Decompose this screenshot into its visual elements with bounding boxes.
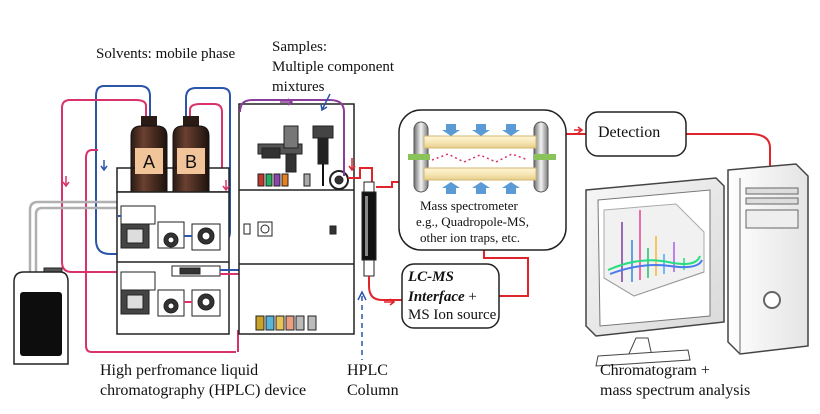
analysis-label-line2: mass spectrum analysis [600,382,751,399]
ms-label-line3: other ion traps, etc. [420,230,520,245]
interface-label-line2: Interface + [408,288,477,306]
hplc-column [348,167,404,360]
hplc-label-line1: High perfromance liquid [100,362,259,379]
column-label-line2: Column [347,382,399,399]
detection-label: Detection [598,124,661,141]
bottle-b-label: B [185,152,197,172]
computer-workstation [727,163,809,355]
flow-lines [376,133,771,297]
monitor-chart [585,177,725,367]
analysis-label-line1: Chromatogram + [600,362,710,379]
waste-tubing [28,200,118,272]
ms-label-line2: e.g., Quadropole-MS, [416,214,530,229]
interface-label-line3: MS Ion source [408,307,497,323]
samples-label-line3: mixtures [272,79,325,95]
interface-word: Interface [408,289,465,305]
waste-container [13,267,69,365]
lcms-interface-box [401,263,500,329]
hplc-label-line2: chromatography (HPLC) device [100,382,307,399]
samples-label-line1: Samples: [272,39,327,55]
hplc-pump [116,191,230,335]
detection-box [585,111,687,157]
mass-spectrometer [398,109,567,251]
samples-label-line2: Multiple component [272,59,395,75]
ms-label-line1: Mass spectrometer [420,198,518,213]
column-label-line1: HPLC [347,362,388,379]
solvents-label: Solvents: mobile phase [96,46,236,62]
bottle-a-label: A [143,152,155,172]
autosampler [238,103,355,335]
interface-label-line1: LC-MS [408,269,454,285]
interface-plus: + [464,289,477,305]
